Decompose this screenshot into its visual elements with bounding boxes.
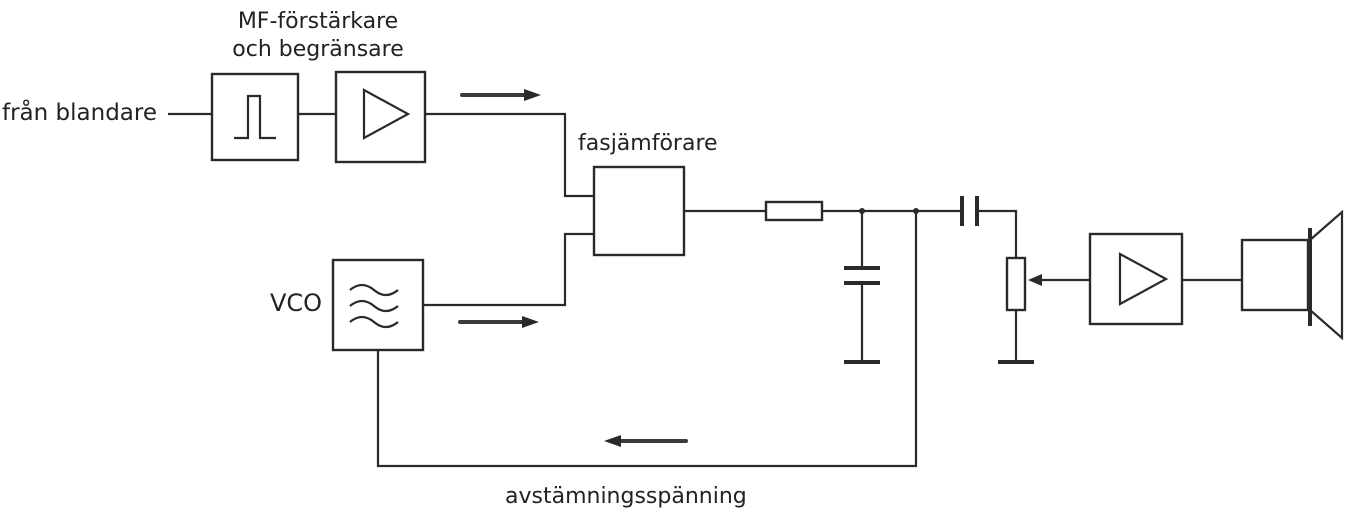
phase-comparator-block: [592, 165, 686, 257]
loudspeaker: [1240, 209, 1344, 341]
input-label: från blandare: [2, 98, 157, 126]
tuning-voltage-label: avstämningsspänning: [505, 484, 747, 509]
loop-filter-resistor: [764, 200, 824, 222]
pulse-icon: [234, 94, 276, 140]
coupling-to-pot-wire: [977, 209, 1018, 258]
audio-amplifier-block: [1088, 232, 1184, 326]
tuning-feedback-wire: [376, 211, 918, 468]
amp-to-comparator-wire: [425, 112, 594, 198]
volume-potentiometer: [1005, 256, 1042, 312]
phase-comparator-label: fasjämförare: [578, 131, 718, 156]
mf-label-line1: MF-förstärkare: [238, 9, 398, 34]
junction-dot: [859, 208, 865, 214]
speaker-icon: [1308, 209, 1344, 341]
coupling-capacitor: [960, 196, 979, 226]
amplifier-triangle-icon: [1118, 252, 1169, 306]
mf-amplifier-block: [334, 70, 427, 164]
vco-block: [331, 258, 425, 352]
vco-to-comparator-wire: [423, 232, 594, 307]
wiper-arrow-icon: [1028, 274, 1042, 286]
oscillator-waves-icon: [349, 283, 399, 329]
signal-arrow-vco-output: [458, 316, 539, 328]
signal-arrow-amp-output: [460, 89, 541, 101]
loop-filter-capacitor: [844, 266, 880, 285]
limiter-block: [210, 72, 300, 162]
mf-label-line2: och begränsare: [232, 37, 403, 62]
wires: [168, 112, 1242, 468]
vco-label: VCO: [270, 289, 322, 317]
amplifier-triangle-icon: [362, 88, 411, 140]
signal-arrow-tuning-feedback: [604, 435, 688, 447]
junction-dot: [913, 208, 919, 214]
